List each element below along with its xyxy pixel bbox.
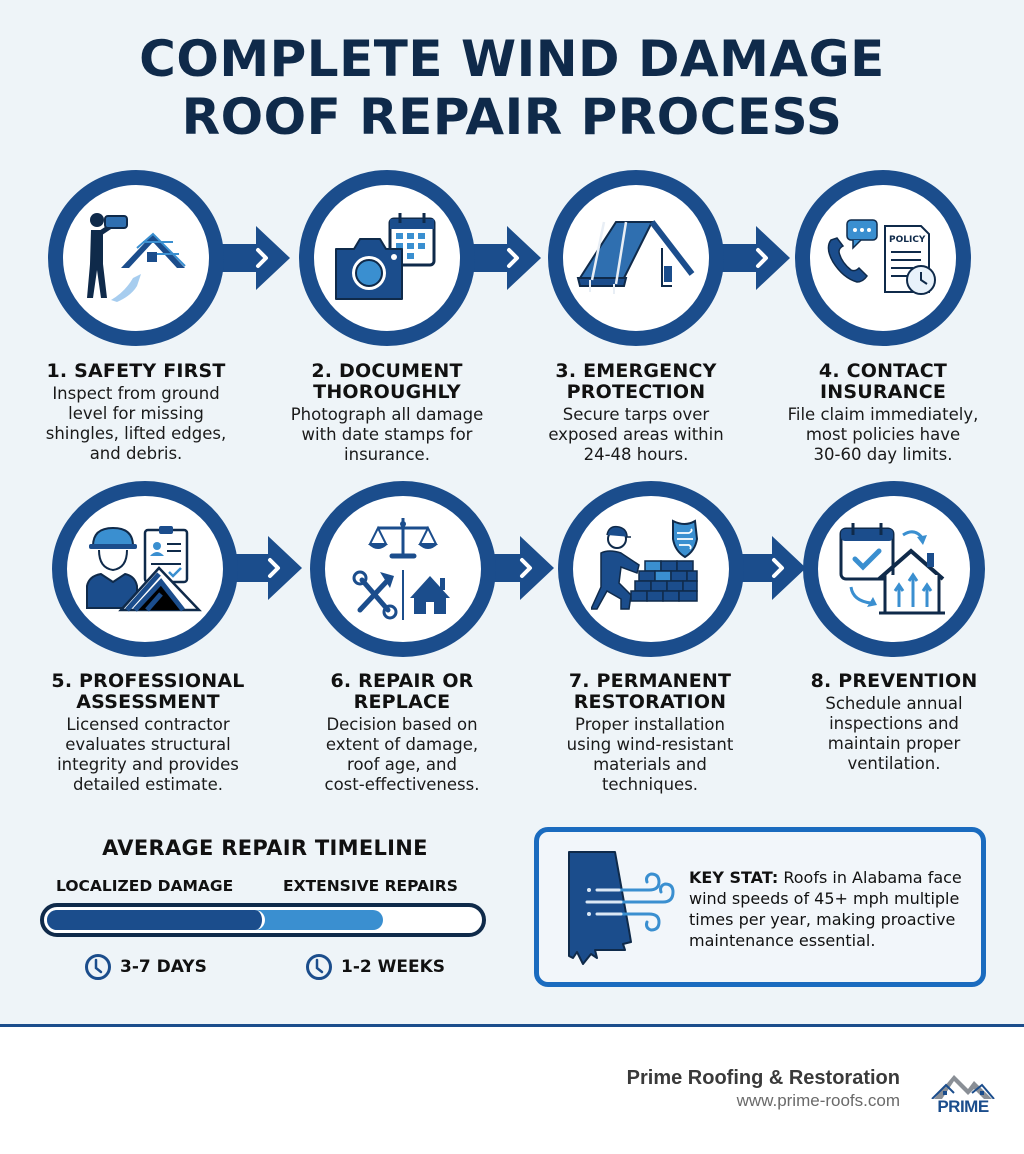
- step-1-description: Inspect from ground level for missing sh…: [45, 384, 227, 463]
- arrow-connector-7-8: [728, 536, 808, 600]
- step-7-description: Proper installation using wind-resistant…: [566, 715, 734, 794]
- svg-text:POLICY: POLICY: [889, 235, 926, 245]
- arrow-connector-5-6: [224, 536, 304, 600]
- company-url[interactable]: www.prime-roofs.com: [736, 1091, 900, 1110]
- step-5-circle: [52, 481, 238, 657]
- step-2-description: Photograph all damage with date stamps f…: [290, 405, 484, 464]
- timeline-duration-localized: 3-7 DAYS: [84, 953, 207, 981]
- binoculars-house-icon: [87, 213, 186, 302]
- arrow-connector-3-4: [712, 226, 792, 290]
- logo-text: PRIME: [937, 1097, 989, 1116]
- key-stat-text: KEY STAT: Roofs in Alabama face wind spe…: [689, 868, 962, 950]
- step-1-circle: [48, 170, 224, 346]
- step-4-circle: POLICY: [795, 170, 971, 346]
- step-3-text: 3. EMERGENCY PROTECTION Secure tarps ove…: [516, 361, 756, 465]
- step-1-text: 1. SAFETY FIRST Inspect from ground leve…: [16, 361, 256, 464]
- infographic-canvas: COMPLETE WIND DAMAGE ROOF REPAIR PROCESS…: [16, 30, 1014, 987]
- clock-icon: [306, 954, 332, 980]
- calendar-ventilation-house-icon: [839, 523, 945, 615]
- footer: Prime Roofing & Restoration www.prime-ro…: [0, 1027, 1024, 1154]
- key-stat-box: KEY STAT: Roofs in Alabama face wind spe…: [534, 827, 986, 987]
- footer-divider: [0, 1024, 1024, 1027]
- step-7-title: 7. PERMANENT RESTORATION: [568, 670, 732, 713]
- step-2-circle: [299, 170, 475, 346]
- timeline-progress-bar: [40, 903, 486, 937]
- step-7-circle: [558, 481, 744, 657]
- step-4-description: File claim immediately, most policies ha…: [787, 405, 979, 464]
- timeline-bar-localized: [47, 910, 265, 930]
- step-8-description: Schedule annual inspections and maintain…: [825, 694, 963, 773]
- step-7-text: 7. PERMANENT RESTORATION Proper installa…: [530, 671, 770, 795]
- page-title: COMPLETE WIND DAMAGE ROOF REPAIR PROCESS: [139, 30, 885, 146]
- step-3-circle: [548, 170, 724, 346]
- step-2-text: 2. DOCUMENT THOROUGHLY Photograph all da…: [267, 361, 507, 465]
- clock-icon: [85, 954, 111, 980]
- step-8-title: 8. PREVENTION: [810, 670, 978, 692]
- prime-logo: PRIME: [922, 1071, 1004, 1117]
- step-4-title: 4. CONTACT INSURANCE: [818, 360, 948, 403]
- scales-tools-house-icon: [352, 518, 450, 620]
- timeline-title: AVERAGE REPAIR TIMELINE: [102, 836, 428, 860]
- step-8-text: 8. PREVENTION Schedule annual inspection…: [774, 671, 1014, 774]
- step-6-circle: [310, 481, 496, 657]
- alabama-wind-icon: [568, 851, 675, 965]
- tarp-roof-icon: [576, 220, 695, 294]
- camera-calendar-icon: [335, 213, 436, 300]
- timeline-label-localized: LOCALIZED DAMAGE: [56, 877, 234, 895]
- roof-logo-icon: [931, 1075, 995, 1099]
- step-3-description: Secure tarps over exposed areas within 2…: [548, 405, 724, 464]
- roofer-shingles-shield-icon: [591, 519, 699, 610]
- phone-policy-icon: POLICY: [827, 219, 936, 295]
- arrow-connector-6-7: [476, 536, 556, 600]
- step-5-text: 5. PROFESSIONAL ASSESSMENT Licensed cont…: [28, 671, 268, 795]
- step-6-description: Decision based on extent of damage, roof…: [324, 715, 480, 794]
- step-6-title: 6. REPAIR OR REPLACE: [330, 670, 474, 713]
- contractor-clipboard-icon: [86, 526, 202, 612]
- step-2-title: 2. DOCUMENT THOROUGHLY: [311, 360, 463, 403]
- step-1-title: 1. SAFETY FIRST: [46, 360, 226, 382]
- arrow-connector-2-3: [463, 226, 543, 290]
- timeline-label-extensive: EXTENSIVE REPAIRS: [283, 877, 458, 895]
- step-6-text: 6. REPAIR OR REPLACE Decision based on e…: [282, 671, 522, 795]
- step-4-text: 4. CONTACT INSURANCE File claim immediat…: [763, 361, 1003, 465]
- company-name: Prime Roofing & Restoration: [626, 1067, 900, 1089]
- step-5-title: 5. PROFESSIONAL ASSESSMENT: [51, 670, 245, 713]
- step-8-circle: [803, 481, 985, 657]
- step-5-description: Licensed contractor evaluates structural…: [57, 715, 239, 794]
- step-3-title: 3. EMERGENCY PROTECTION: [555, 360, 717, 403]
- arrow-connector-1-2: [212, 226, 292, 290]
- timeline-duration-extensive: 1-2 WEEKS: [305, 953, 445, 981]
